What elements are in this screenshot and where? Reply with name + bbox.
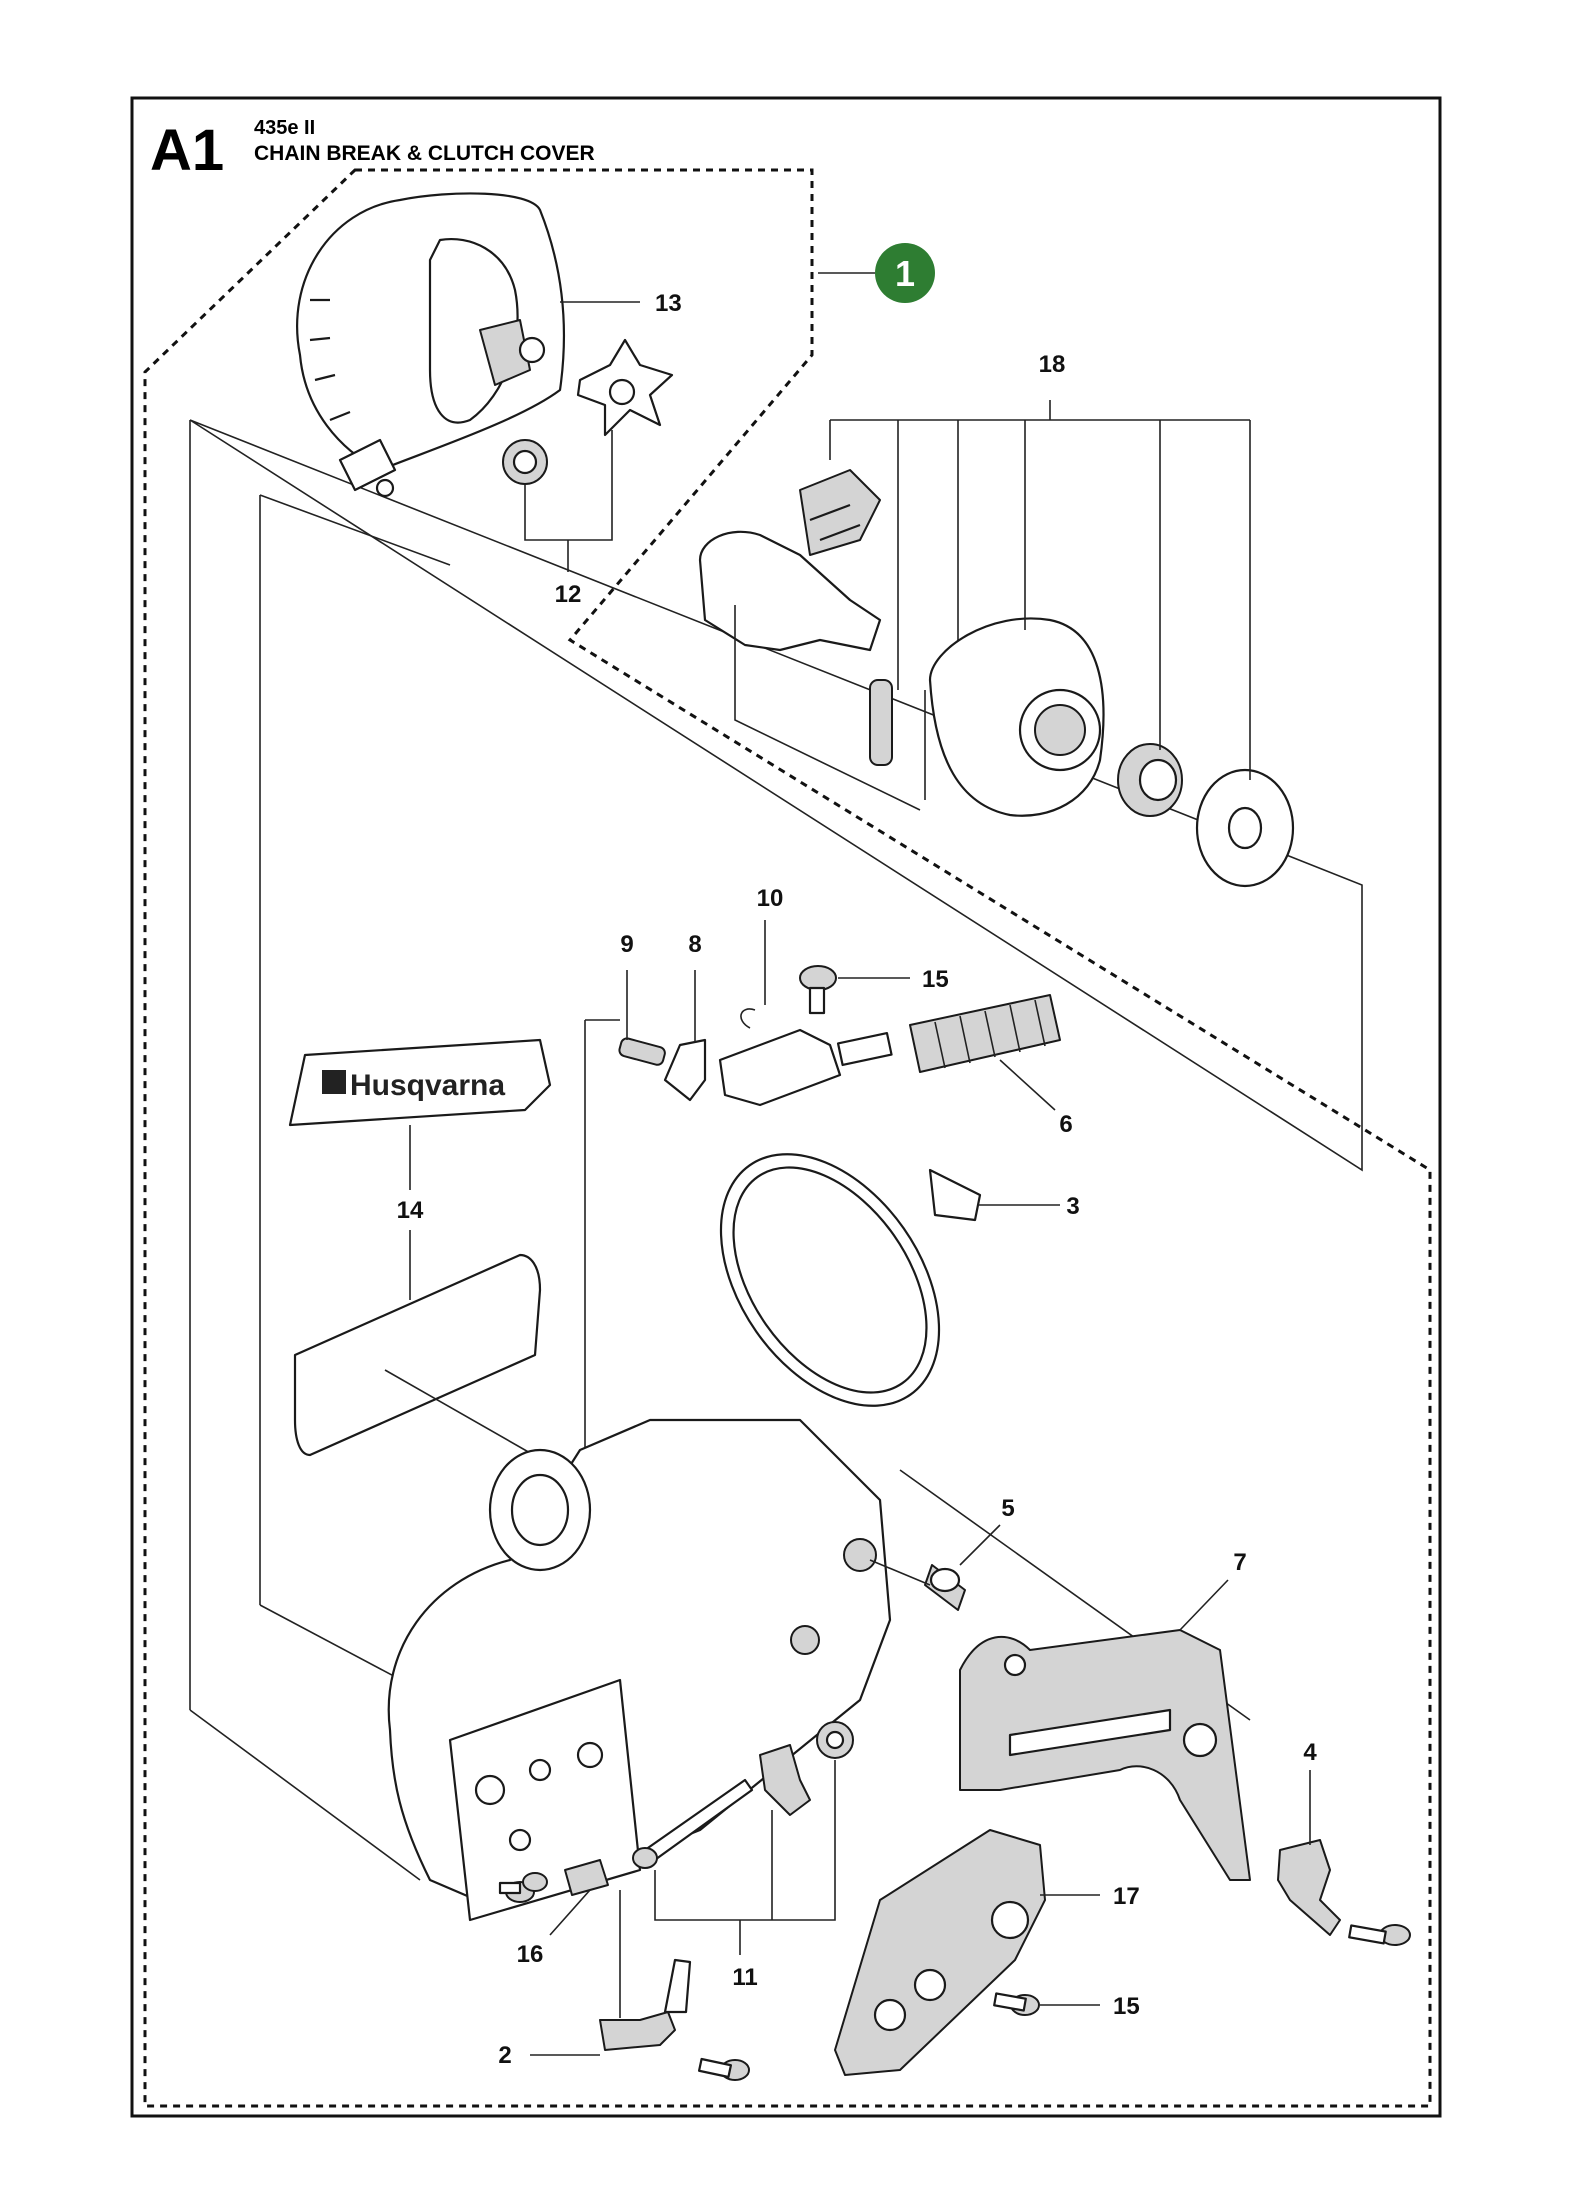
leader-6 [999,1059,1056,1111]
callout-7: 7 [1233,1549,1246,1576]
assembly-badge-number: 1 [895,253,915,294]
part-7-guard [959,1629,1251,1881]
section-code: A1 [150,118,224,183]
callout-11: 11 [732,1964,757,1991]
callout-15-bottom: 15 [1113,1993,1140,2020]
part-12-sprocket-small [502,439,548,485]
callout-18: 18 [1039,351,1066,378]
brand-logo-mark [322,1070,346,1094]
part-brake-linkage [718,1028,893,1107]
part-6-spring [909,994,1061,1073]
callout-15-top: 15 [922,966,949,993]
callout-9: 9 [620,931,633,958]
assembly-badge-circle [875,243,935,303]
decal-blank [293,1253,542,1457]
callout-2: 2 [498,2042,511,2069]
part-8-lever [663,1038,707,1102]
cover-outline-top-front [259,494,451,566]
part-17-cover-plate [834,1829,1046,2076]
callout-12: 12 [555,581,582,608]
part-9-pin [618,1037,666,1066]
leader-18-bracket [734,605,926,811]
part-4-catcher [1277,1839,1411,1946]
part-screw-cover [522,1872,548,1892]
part-5-guide [869,1559,931,1586]
leader-18 [829,400,1251,780]
leader-12 [524,430,613,572]
brand-logo-text: Husqvarna [350,1069,505,1102]
callout-14: 14 [397,1197,424,1224]
part-12-sprocket-star [576,338,674,437]
part-15-screw-bottom [993,1992,1040,2016]
part-15-screw-top [799,965,837,1015]
part-13-clutch-housing [296,192,566,498]
callout-16: 16 [517,1941,544,1968]
assembly-badge: 1 [875,243,935,303]
part-3-brake-band [719,1153,982,1407]
main-clutch-cover [387,1418,892,1922]
callout-3: 3 [1066,1193,1079,1220]
callout-4: 4 [1303,1739,1317,1766]
decal-husqvarna: Husqvarna [288,1038,552,1127]
part-5-bushing [924,1564,966,1611]
callout-13: 13 [655,290,682,317]
cover-exploded-outline-rear [189,419,1363,1172]
diagram-subtitle: CHAIN BREAK & CLUTCH COVER [254,142,595,165]
part-2-catcher [599,1958,750,2081]
callout-10: 10 [757,885,784,912]
callout-8: 8 [688,931,701,958]
callout-17: 17 [1113,1883,1140,1910]
part-11-shaft [632,1744,811,1869]
leader-5 [959,1524,1001,1566]
outer-frame [130,96,1442,2118]
cover-outline-bottom-rear [189,1709,421,1881]
part-18-washer [1195,768,1295,888]
leader-11 [654,1760,836,1955]
part-18-spring [869,679,893,766]
part-18-clutch-drum [928,617,1105,817]
part-10-clip [740,1008,756,1029]
part-11-sprocket [816,1721,854,1759]
callout-6: 6 [1059,1111,1072,1138]
model-name: 435e II [254,117,315,139]
callout-5: 5 [1001,1495,1014,1522]
leader-7 [1179,1579,1229,1631]
leader-16 [549,1889,591,1936]
part-18-needle-bearing [1117,743,1183,817]
part-18-brake-handle [698,469,882,652]
